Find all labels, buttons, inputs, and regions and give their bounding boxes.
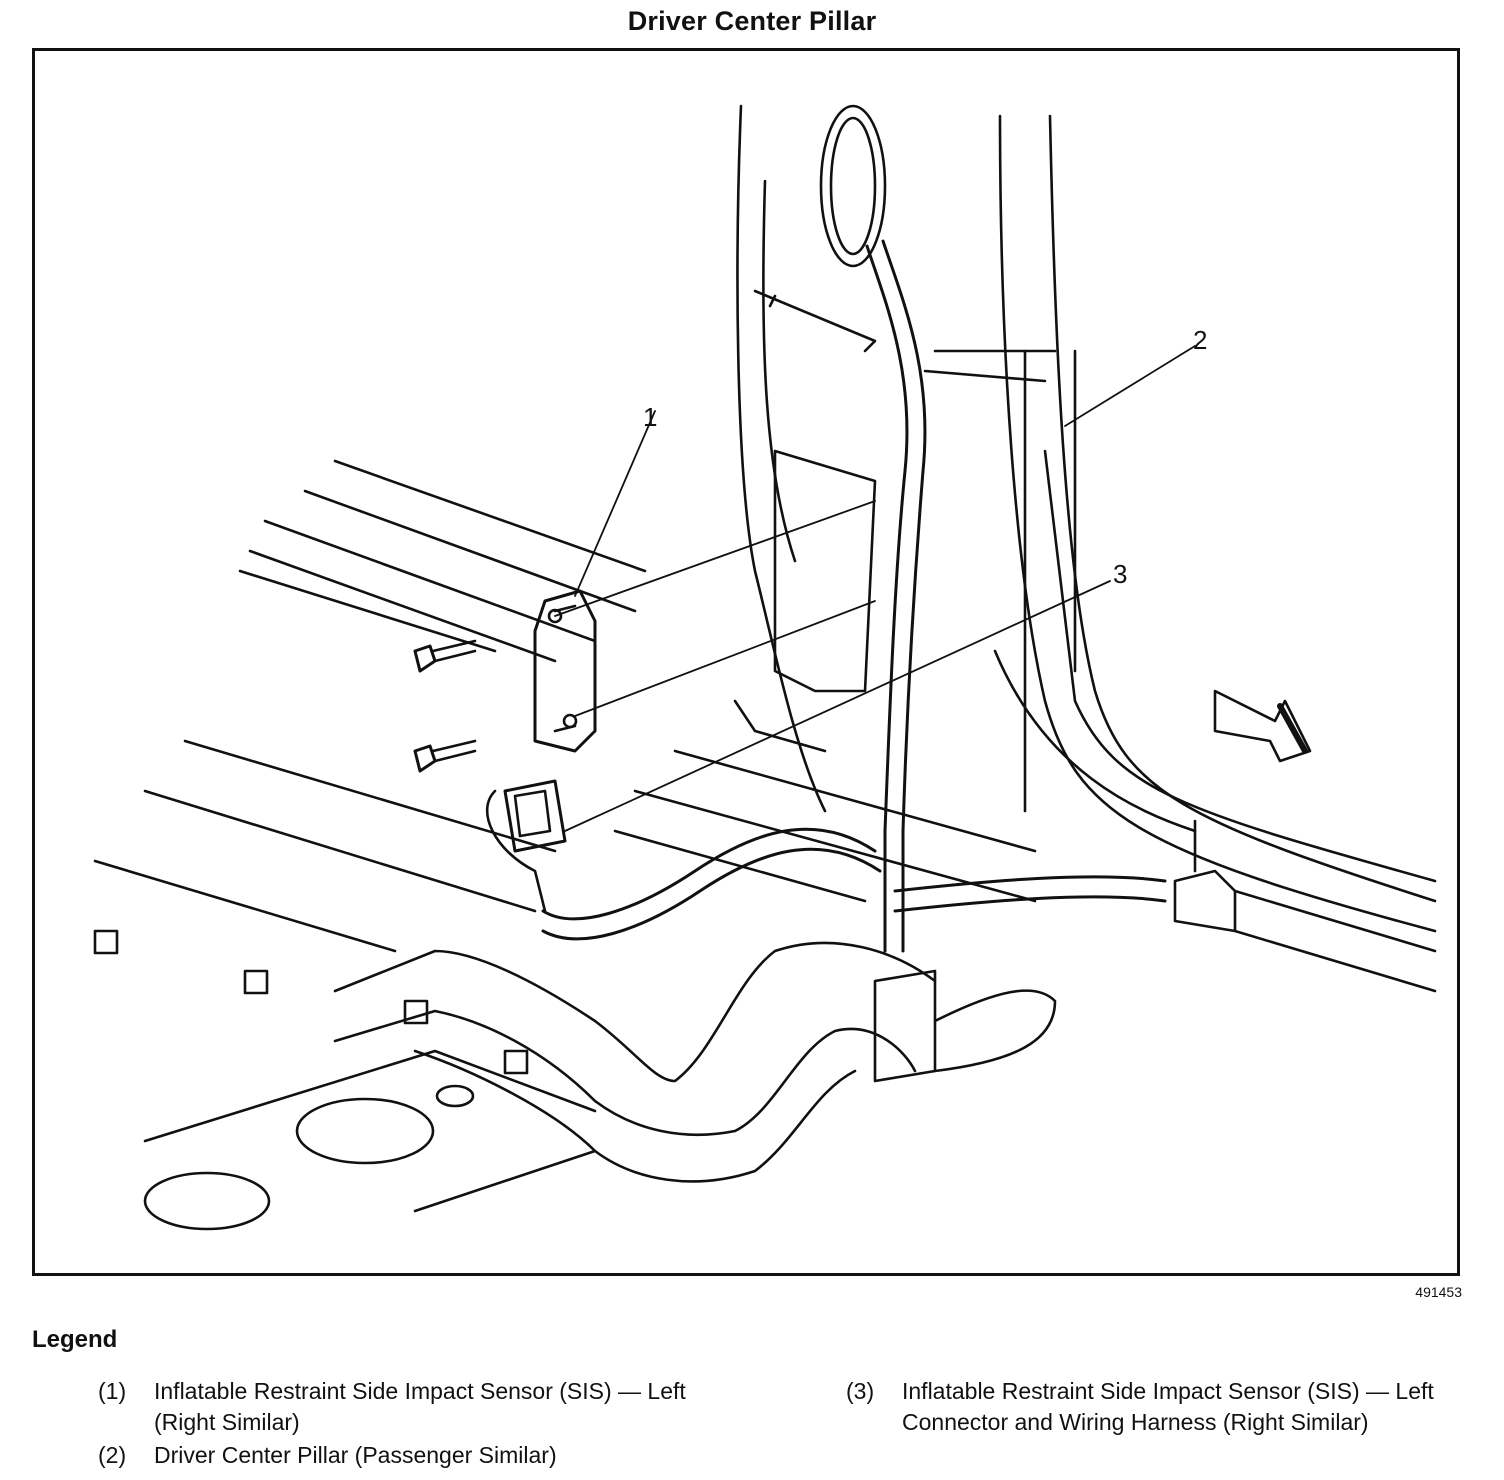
legend-text: Inflatable Restraint Side Impact Sensor … [154,1378,686,1435]
callout-1: 1 [643,402,657,432]
legend-heading: Legend [32,1326,118,1353]
legend-item-3: (3) Inflatable Restraint Side Impact Sen… [846,1376,1462,1438]
floor-channel [333,941,1057,1183]
callout-3: 3 [1113,559,1127,589]
wiring-harness [541,239,1437,993]
floor-ribs-upper [238,459,647,663]
side-impact-sensor [533,589,597,753]
sensor-connector [485,779,567,913]
page-title: Driver Center Pillar [627,6,877,36]
floor-hole [143,1171,271,1231]
pillar-grommet [819,104,887,268]
pillar-cutout [733,449,877,753]
leader-lines [554,345,1196,832]
legend-item-2: (2) Driver Center Pillar (Passenger Simi… [98,1440,714,1471]
legend-number: (3) [846,1378,875,1404]
mounting-bolt [413,639,477,673]
diagram-frame: 1 2 3 [32,48,1460,1276]
legend-item-1: (1) Inflatable Restraint Side Impact Sen… [98,1376,714,1438]
direction-arrow-icon [1213,689,1312,763]
legend-text: Driver Center Pillar (Passenger Similar) [154,1442,557,1468]
pillar-illustration: 1 2 3 [93,104,1437,1231]
floor-ribs-lower [93,739,1037,1213]
rocker-clips [93,929,529,1075]
figure-number: 491453 [1415,1284,1462,1300]
legend-number: (2) [98,1442,127,1468]
legend-number: (1) [98,1378,127,1404]
mounting-bolt [413,739,477,773]
floor-hole [295,1097,435,1165]
legend-text: Inflatable Restraint Side Impact Sensor … [902,1378,1434,1435]
callout-2: 2 [1193,325,1207,355]
pillar-outline [736,104,1437,933]
